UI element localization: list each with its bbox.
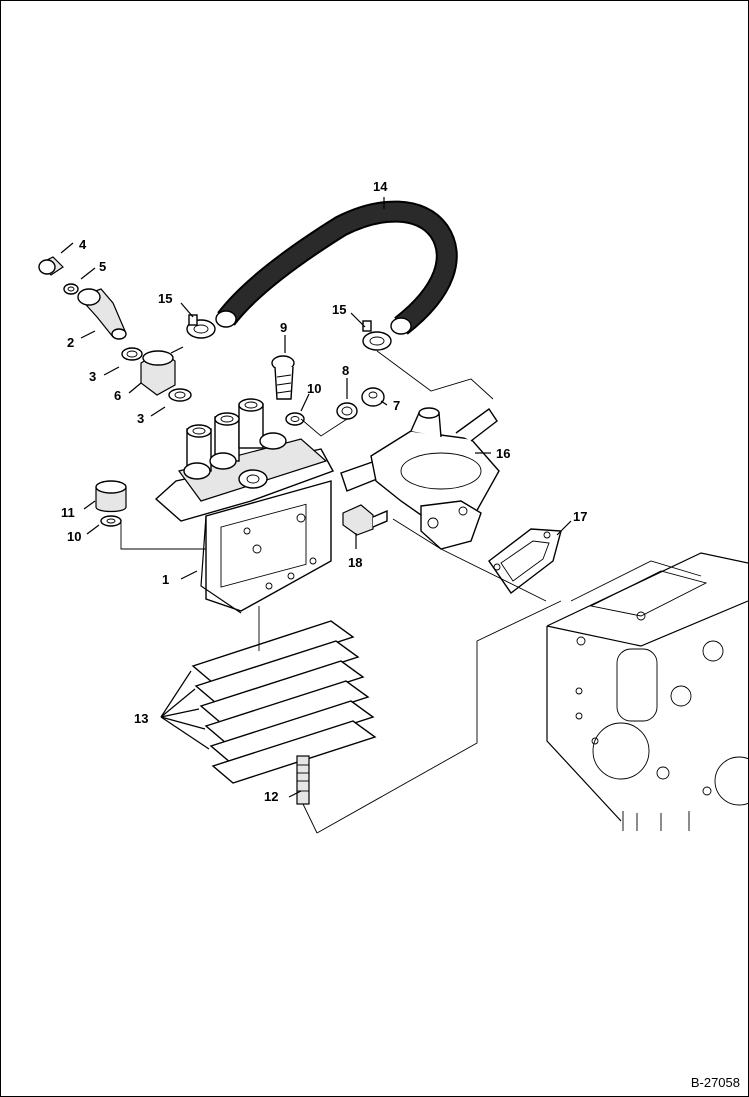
callout-3a: 3	[89, 369, 96, 384]
callout-18: 18	[348, 555, 362, 570]
seal-8	[336, 402, 358, 420]
callout-13: 13	[134, 711, 148, 726]
callout-10a: 10	[307, 381, 321, 396]
callout-2: 2	[67, 335, 74, 350]
callout-7: 7	[393, 398, 400, 413]
hose-clamp-left	[186, 314, 216, 339]
callout-11: 11	[61, 505, 75, 520]
callout-labels: 1 2 3 3 4 5 6 7 8 9 10 10 11 12 13 14 15…	[61, 179, 587, 804]
fitting-18	[342, 504, 388, 536]
callout-15b: 15	[332, 302, 346, 317]
callout-15a: 15	[158, 291, 172, 306]
callout-3b: 3	[137, 411, 144, 426]
callout-12: 12	[264, 789, 278, 804]
bleed-bolt	[271, 355, 295, 400]
callout-8: 8	[342, 363, 349, 378]
callout-1: 1	[162, 572, 169, 587]
injection-pump	[154, 398, 335, 614]
leader-lines	[60, 197, 572, 798]
shim-stack	[191, 620, 377, 784]
gasket-17	[488, 528, 562, 595]
washer-10-top	[285, 412, 305, 426]
callout-16: 16	[496, 446, 510, 461]
callout-4: 4	[79, 237, 87, 252]
figure-id: B-27058	[690, 1075, 740, 1090]
engine-block	[546, 552, 748, 831]
callout-5: 5	[99, 259, 106, 274]
banjo-bolt-assembly	[38, 256, 192, 402]
assembly-lines	[120, 350, 562, 834]
feed-pump	[340, 407, 500, 550]
callout-9: 9	[280, 320, 287, 335]
plug-7	[361, 387, 385, 407]
callout-10b: 10	[67, 529, 81, 544]
washer-10-bottom	[100, 515, 122, 527]
fuel-hose	[215, 200, 458, 335]
stud-12	[296, 755, 310, 805]
sleeve-11	[95, 480, 127, 513]
callout-17: 17	[573, 509, 587, 524]
hose-clamp-right	[362, 320, 392, 351]
callout-14: 14	[373, 179, 388, 194]
callout-6: 6	[114, 388, 121, 403]
